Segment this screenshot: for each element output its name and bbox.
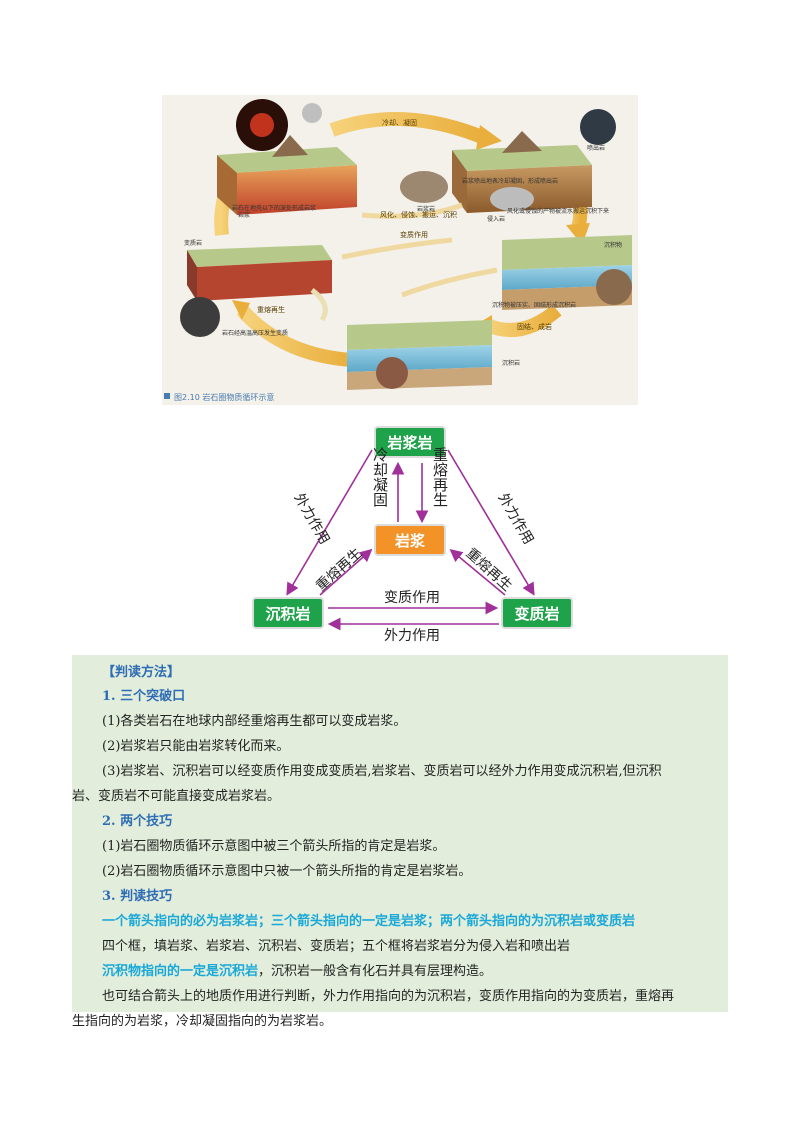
label-remelt: 重熔再生 xyxy=(257,305,285,314)
ash-cloud xyxy=(302,103,322,123)
intrusion-block xyxy=(452,131,592,213)
note-right: 风化或侵蚀的产物被流水搬运沉积下来 xyxy=(507,207,609,215)
method-panel: 【判读方法】 1. 三个突破口 (1)各类岩石在地球内部经重熔再生都可以变成岩浆… xyxy=(72,655,728,1029)
node-igneous-label: 岩浆岩 xyxy=(386,434,432,452)
arrow-igneous-to-metamorphic xyxy=(447,449,535,596)
arrow-metamorphic-to-magma xyxy=(449,548,506,596)
note-left: 岩石在地壳以下的深处形成岩浆 xyxy=(232,204,316,212)
label-magma: 岩浆 xyxy=(238,211,250,219)
gneiss-photo xyxy=(180,297,220,337)
point-2: (2)岩浆岩只能由岩浆转化而来。 xyxy=(102,739,290,754)
section-3-heading: 3. 判读技巧 xyxy=(102,889,173,904)
highlight-rule: 一个箭头指向的必为岩浆岩；三个箭头指向的一定是岩浆；两个箭头指向的为沉积岩或变质… xyxy=(102,914,636,929)
note-bottom: 沉积物被压实、固结形成沉积岩 xyxy=(492,301,576,309)
label-metamorphic-rock: 变质岩 xyxy=(184,239,202,247)
note-meta: 岩石经高温高压发生变质 xyxy=(222,329,288,337)
arrow-cool-band xyxy=(329,112,485,144)
basalt-photo xyxy=(580,109,616,145)
note-top: 岩浆喷出地表冷却凝固，形成喷出岩 xyxy=(462,177,558,185)
rock-cycle-illustration: 冷却、凝固 岩浆 侵入岩 喷出岩 风化、侵蚀、搬运、沉积 变质作用 重熔再生 变… xyxy=(162,95,638,405)
arrow-sedimentary-to-magma xyxy=(319,548,373,596)
metamorphic-block xyxy=(187,245,332,301)
label-extrusive: 喷出岩 xyxy=(587,144,605,152)
edge-left-external: 外力作用 xyxy=(291,491,333,547)
edge-cool: 冷却凝固 xyxy=(371,447,389,507)
edge-right-remelt: 重熔再生 xyxy=(463,545,515,594)
label-cool: 冷却、凝固 xyxy=(382,118,417,127)
sedimentary-block xyxy=(347,320,492,390)
label-weathering: 风化、侵蚀、搬运、沉积 xyxy=(380,210,457,219)
section-2-heading: 2. 两个技巧 xyxy=(102,814,173,829)
point-7: ，沉积岩一般含有化石并具有层理构造。 xyxy=(258,964,493,979)
node-magma: 岩浆 xyxy=(374,524,446,556)
label-lithify: 固结、成岩 xyxy=(517,322,552,331)
node-igneous: 岩浆岩 xyxy=(374,426,446,458)
edge-bottom-external: 外力作用 xyxy=(384,628,440,644)
label-sediment: 沉积物 xyxy=(604,241,622,249)
sediment-lake-block xyxy=(502,235,632,310)
node-sedimentary: 沉积岩 xyxy=(252,597,324,629)
node-magma-label: 岩浆 xyxy=(394,532,426,550)
point-8-line-2: 生指向的为岩浆，冷却凝固指向的为岩浆岩。 xyxy=(72,1014,333,1029)
granite-photo xyxy=(400,171,448,203)
point-3-line-1: (3)岩浆岩、沉积岩可以经变质作用变成变质岩,岩浆岩、变质岩可以经外力作用变成沉… xyxy=(102,764,662,779)
node-metamorphic: 变质岩 xyxy=(501,597,573,629)
edge-left-remelt: 重熔再生 xyxy=(313,545,365,594)
node-sedimentary-label: 沉积岩 xyxy=(265,605,310,623)
label-metamorphism: 变质作用 xyxy=(400,230,428,239)
point-5: (2)岩石圈物质循环示意图中只被一个箭头所指的肯定是岩浆岩。 xyxy=(102,864,472,879)
method-title: 【判读方法】 xyxy=(102,665,181,680)
point-6: 四个框，填岩浆、岩浆岩、沉积岩、变质岩；五个框将岩浆岩分为侵入岩和喷出岩 xyxy=(102,939,571,954)
point-3-line-2: 岩、变质岩不可能直接变成岩浆岩。 xyxy=(72,789,281,804)
edge-metamorphism: 变质作用 xyxy=(384,590,440,606)
sandstone-photo xyxy=(376,357,408,389)
node-metamorphic-label: 变质岩 xyxy=(514,605,559,623)
point-1: (1)各类岩石在地球内部经重熔再生都可以变成岩浆。 xyxy=(102,714,407,729)
point-8-line-1: 也可结合箭头上的地质作用进行判断，外力作用指向的为沉积岩，变质作用指向的为变质岩… xyxy=(102,989,675,1004)
arrow-igneous-to-sedimentary xyxy=(286,449,373,596)
point-7-row: 沉积物指向的一定是沉积岩，沉积岩一般含有化石并具有层理构造。 xyxy=(102,960,492,979)
label-intrusive: 侵入岩 xyxy=(487,215,505,223)
arrow-lithify-band xyxy=(484,304,562,337)
edge-remelt-top: 重熔再生 xyxy=(431,447,449,507)
arrow-meta-band xyxy=(236,305,353,367)
highlight-sediment: 沉积物指向的一定是沉积岩 xyxy=(102,964,259,979)
volcano-block xyxy=(217,135,357,215)
label-sedimentary-rock: 沉积岩 xyxy=(502,359,520,367)
point-4: (1)岩石圈物质循环示意图中被三个箭头所指的肯定是岩浆。 xyxy=(102,839,446,854)
sediment-photo xyxy=(596,269,632,305)
figure-caption: 图2.10 岩石圈物质循环示意 xyxy=(174,392,274,402)
rock-cycle-diagram: 岩浆岩 岩浆 沉积岩 变质岩 冷却凝固 重熔再生 外力作用 外力作用 重熔再生 … xyxy=(252,426,573,644)
label-magmatic-rock: 岩浆岩 xyxy=(417,205,435,213)
section-1-heading: 1. 三个突破口 xyxy=(102,689,186,704)
